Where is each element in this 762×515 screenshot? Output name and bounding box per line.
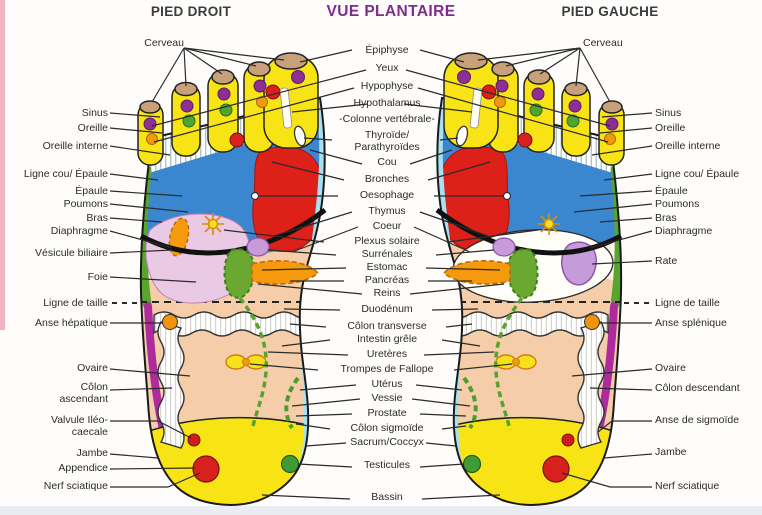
anatomy-label: Hypophyse	[360, 80, 414, 92]
anatomy-label: Côlon descendant	[655, 382, 740, 394]
anatomy-label: Vessie	[371, 392, 403, 404]
anatomy-label: Oreille interne	[655, 140, 721, 152]
anatomy-label: -Colonne vertébrale-	[339, 113, 435, 125]
anatomy-label: Oesophage	[359, 189, 415, 201]
gallbladder-region	[168, 217, 190, 257]
anatomy-label: Ovaire	[655, 362, 686, 374]
anatomy-label: Poumons	[63, 198, 108, 210]
anatomy-label: Coeur	[372, 220, 402, 232]
anatomy-label: Oreille	[655, 122, 686, 134]
right-foot-title: PIED DROIT	[150, 4, 232, 19]
anatomy-label: Thyroïde/ Parathyroïdes	[354, 129, 420, 153]
anatomy-label: Nerf sciatique	[655, 480, 720, 492]
anatomy-label: Pancréas	[364, 274, 410, 286]
anatomy-label: Ligne cou/ Épaule	[23, 168, 108, 180]
anatomy-label: Estomac	[366, 261, 408, 273]
anatomy-label: Anse hépatique	[35, 317, 108, 329]
anatomy-label: Vésicule biliaire	[35, 247, 108, 259]
anatomy-label: Diaphragme	[50, 225, 108, 237]
anatomy-label: Prostate	[367, 407, 407, 419]
anatomy-label: Cou	[377, 156, 397, 168]
left-edge-strip	[0, 0, 5, 330]
anatomy-label: Diaphragme	[655, 225, 713, 237]
anatomy-label: Sinus	[655, 107, 682, 119]
anatomy-label: Jambe	[76, 447, 108, 459]
anatomy-label: Bassin	[371, 491, 403, 503]
anatomy-label: Épaule	[75, 185, 108, 197]
anatomy-label: Hypothalamus	[353, 97, 421, 109]
anatomy-label: Épiphyse	[365, 44, 409, 56]
anatomy-label: Surrénales	[361, 248, 413, 260]
left-foot-title: PIED GAUCHE	[561, 4, 659, 19]
anatomy-label: Côlon ascendant	[59, 381, 108, 405]
anatomy-label: Oreille interne	[42, 140, 108, 152]
anatomy-label: Côlon sigmoïde	[350, 422, 424, 434]
anatomy-label: Bras	[86, 212, 108, 224]
anatomy-label: Anse de sigmoïde	[655, 414, 740, 426]
anatomy-label: Foie	[87, 271, 108, 283]
anatomy-label: Épaule	[655, 185, 688, 197]
anatomy-label: Sinus	[81, 107, 108, 119]
anatomy-label: Bronches	[364, 173, 410, 185]
anatomy-label: Rate	[655, 255, 678, 267]
anatomy-label: Trompes de Fallope	[340, 363, 434, 375]
anatomy-label: Ligne de taille	[43, 297, 108, 309]
bottom-strip	[0, 506, 762, 515]
anatomy-label: Plexus solaire	[354, 235, 420, 247]
anatomy-label: Nerf sciatique	[43, 480, 108, 492]
anatomy-label: Ovaire	[77, 362, 108, 374]
anatomy-label: Duodénum	[361, 303, 413, 315]
anatomy-label: Jambe	[655, 446, 687, 458]
anatomy-label: Ligne de taille	[655, 297, 720, 309]
anatomy-label: Ligne cou/ Épaule	[655, 168, 740, 180]
left-foot-illustration	[437, 53, 624, 506]
anatomy-label: Testicules	[363, 459, 411, 471]
anatomy-label: Sacrum/Coccyx	[350, 436, 424, 448]
anatomy-label: Reins	[373, 287, 401, 299]
anatomy-label: Anse splénique	[655, 317, 727, 329]
anatomy-label: Yeux	[375, 62, 399, 74]
anatomy-label: Appendice	[58, 462, 108, 474]
anatomy-label: Intestin grêle	[356, 333, 418, 345]
anatomy-label: Valvule Iléo-caecale	[50, 414, 108, 438]
connector-lines	[109, 47, 653, 500]
anatomy-label: Oreille	[77, 122, 108, 134]
anatomy-label: Uretères	[366, 348, 408, 360]
anatomy-label: Côlon transverse	[347, 320, 427, 332]
anatomy-label: Thymus	[368, 205, 406, 217]
anatomy-label: Utérus	[371, 378, 403, 390]
anatomy-label: Poumons	[655, 198, 700, 210]
anatomy-label: Cerveau	[583, 37, 623, 49]
anatomy-label: Bras	[655, 212, 677, 224]
page-title: VUE PLANTAIRE	[326, 3, 456, 20]
anatomy-label: Cerveau	[144, 37, 184, 49]
